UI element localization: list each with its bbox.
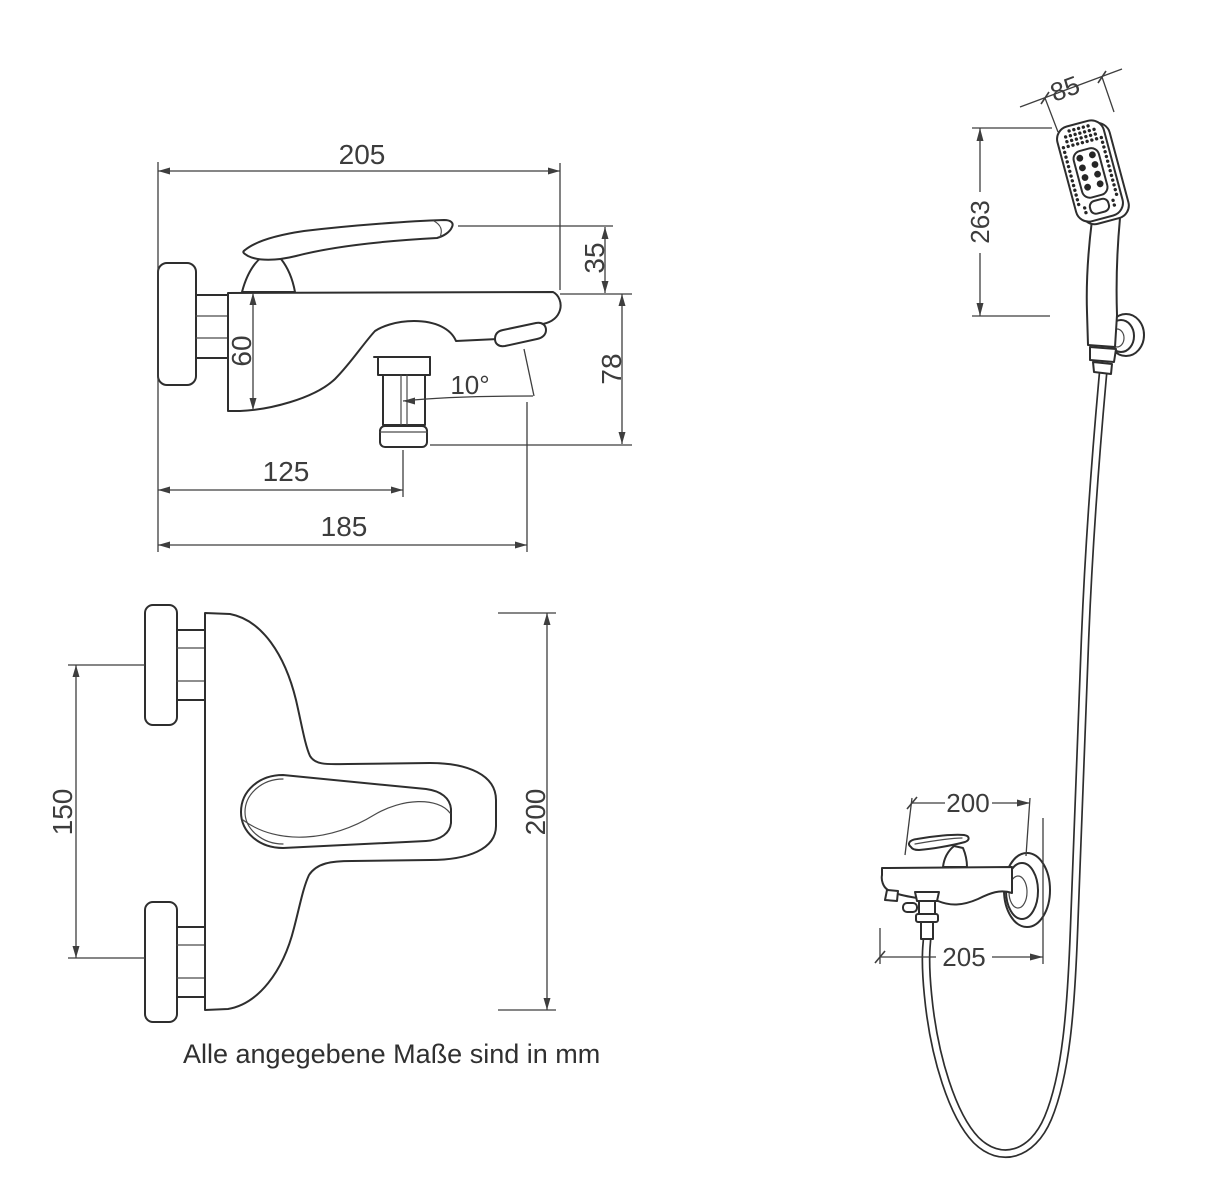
shower-head [1056,119,1130,226]
shower-hose [921,369,1108,1159]
spray-center-plate [1072,147,1109,199]
shower-set-dimensions: 85 263 200 205 [874,68,1123,972]
diverter-knob [902,902,918,913]
dim-overall-height: 200 [520,789,551,836]
spray-center-nozzles [1076,151,1104,191]
wall-flange-bottom [144,901,178,1023]
mounting-nut-bottom [176,926,206,998]
dim-spout-drop: 78 [596,353,627,384]
hose-connection-small [914,891,940,940]
hand-shower-handle [1085,217,1121,348]
dim-connection-spacing: 150 [47,789,78,836]
dim-mixer-depth: 205 [942,942,985,972]
dim-overall-width: 205 [339,139,386,170]
dim-spout-reach: 185 [321,511,368,542]
hose-connection-side [373,356,431,448]
wall-flange-top [144,604,178,726]
hose-nut [1089,346,1117,375]
dim-mixer-width: 200 [946,788,989,818]
dim-head-length: 263 [965,200,995,243]
mode-button [1088,197,1111,215]
mixer-spout-small [884,889,899,902]
spray-nozzle-dots [1061,124,1119,215]
side-view-mixer: 205 35 78 60 10° 125 185 [157,139,632,552]
handle-lever-front [240,774,452,849]
dim-head-width: 85 [1046,70,1083,108]
side-view-dimensions: 205 35 78 60 10° 125 185 [157,139,632,552]
dim-body-height: 60 [226,335,257,366]
units-note: Alle angegebene Maße sind in mm [183,1039,600,1069]
handle-lever-side [241,219,454,293]
front-view-mixer: 150 200 [47,604,556,1023]
dim-spout-angle: 10° [450,370,489,400]
front-view-dimensions: 150 200 [47,612,556,1011]
handle-lever-small [908,833,970,868]
mixer-body-side [227,291,562,412]
dim-handle-height: 35 [579,242,610,273]
mixer-body-small [880,866,1013,906]
spout-outlet-side [494,321,547,348]
mounting-nut-top [176,629,206,701]
shower-set-view: 85 263 200 205 [874,68,1145,1159]
mounting-nut-side [195,294,229,359]
wall-flange-side [157,262,197,386]
dim-spout-center: 125 [263,456,310,487]
